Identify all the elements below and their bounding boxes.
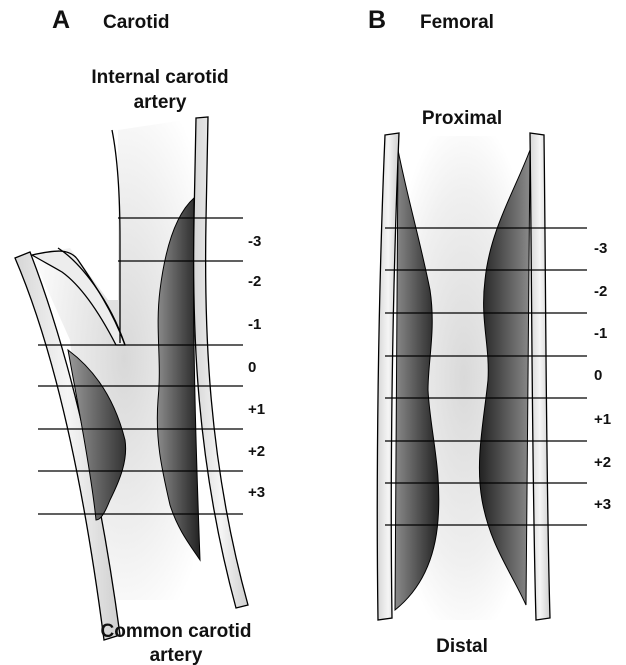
segment-label: +3 <box>248 484 265 501</box>
internal-carotid-label-line1: Internal carotid <box>91 67 228 88</box>
segment-label: -1 <box>594 325 607 342</box>
segment-label: +1 <box>248 401 265 418</box>
carotid-right-wall <box>194 117 248 608</box>
panel-b-femoral: B Femoral Proximal -3 -2 -1 0 +1 +2 +3 Distal <box>368 6 611 657</box>
segment-label: +2 <box>594 454 611 471</box>
internal-carotid-label-line2: artery <box>134 92 187 113</box>
segment-label: -2 <box>594 283 607 300</box>
panel-b-letter: B <box>368 6 386 34</box>
carotid-segment-labels: -3 -2 -1 0 +1 +2 +3 <box>248 233 265 501</box>
panel-a-carotid: A Carotid Internal carotid artery -3 -2 -1… <box>15 6 265 665</box>
panel-a-letter: A <box>52 6 70 34</box>
common-carotid-label-line2: artery <box>150 645 203 665</box>
common-carotid-label-line1: Common carotid <box>101 621 252 642</box>
distal-label: Distal <box>436 636 488 657</box>
segment-label: -2 <box>248 273 261 290</box>
segment-label: -3 <box>594 240 607 257</box>
segment-label: +3 <box>594 496 611 513</box>
proximal-label: Proximal <box>422 108 502 129</box>
panel-a-title: Carotid <box>103 12 170 33</box>
segment-label: 0 <box>594 367 602 384</box>
panel-b-title: Femoral <box>420 12 494 33</box>
segment-label: -3 <box>248 233 261 250</box>
femoral-segment-labels: -3 -2 -1 0 +1 +2 +3 <box>594 240 611 513</box>
segment-label: +2 <box>248 443 265 460</box>
segment-label: -1 <box>248 316 261 333</box>
segment-label: 0 <box>248 359 256 376</box>
segment-label: +1 <box>594 411 611 428</box>
